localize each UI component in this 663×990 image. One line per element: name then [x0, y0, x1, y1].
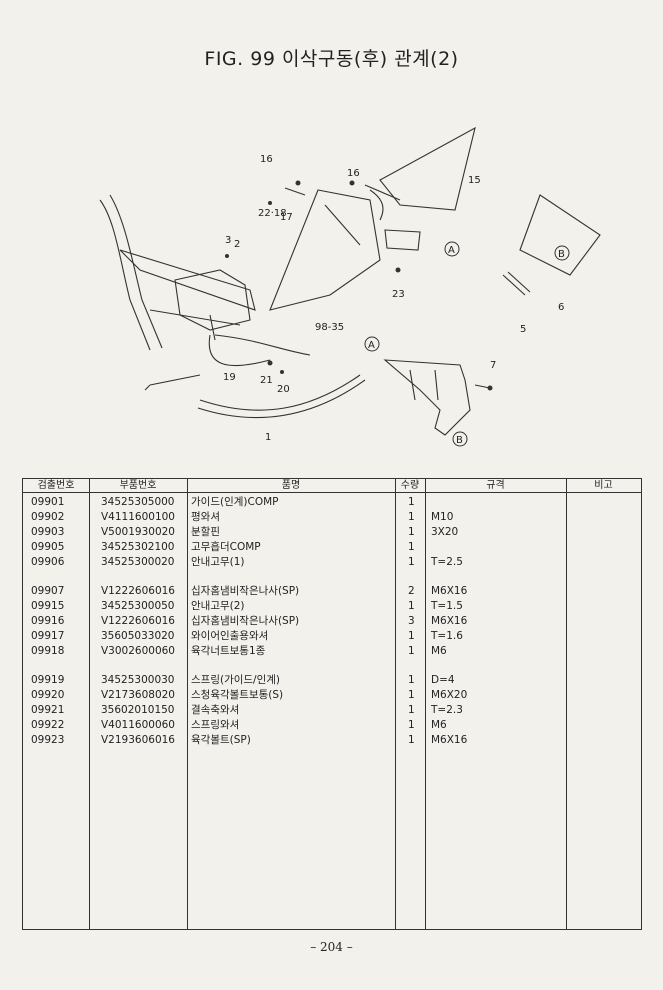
callout-16b: 16 — [347, 168, 360, 179]
header-qty: 수량 — [400, 480, 420, 491]
exploded-parts-diagram: 16 16 22·18 17 3 2 15 23 98-35 5 6 19 21… — [80, 110, 640, 460]
page-number: – 204 – — [310, 940, 353, 954]
page-title: FIG. 99 이삭구동(후) 관계(2) — [204, 48, 459, 70]
callout-2: 2 — [234, 239, 240, 250]
marker-b-lower: B — [456, 435, 463, 446]
callout-6: 6 — [558, 302, 564, 313]
callout-3: 3 — [225, 235, 231, 246]
callout-23: 23 — [392, 289, 405, 300]
header-no: 검출번호 — [37, 480, 75, 491]
header-spec: 규격 — [486, 480, 505, 491]
marker-a-lower: A — [368, 340, 375, 351]
callout-21: 21 — [260, 375, 273, 386]
callout-98-35: 98-35 — [315, 322, 344, 333]
table-header: 검출번호 부품번호 품명 수량 규격 비고 — [23, 479, 641, 493]
diagram-drawing: 16 16 22·18 17 3 2 15 23 98-35 5 6 19 21… — [99, 126, 601, 447]
marker-a-upper: A — [448, 245, 455, 256]
header-name: 품명 — [281, 480, 301, 491]
callout-20: 20 — [277, 384, 290, 395]
callout-5: 5 — [520, 324, 526, 335]
marker-b-upper: B — [558, 249, 565, 260]
header-part: 부품번호 — [119, 480, 157, 491]
callout-17: 17 — [280, 212, 293, 223]
callout-7: 7 — [490, 360, 496, 371]
callout-16a: 16 — [260, 154, 273, 165]
header-remark: 비고 — [594, 480, 613, 491]
callout-1: 1 — [265, 432, 271, 443]
callout-22-18: 22·18 — [258, 208, 287, 219]
callout-15: 15 — [468, 175, 481, 186]
callout-19: 19 — [223, 372, 236, 383]
